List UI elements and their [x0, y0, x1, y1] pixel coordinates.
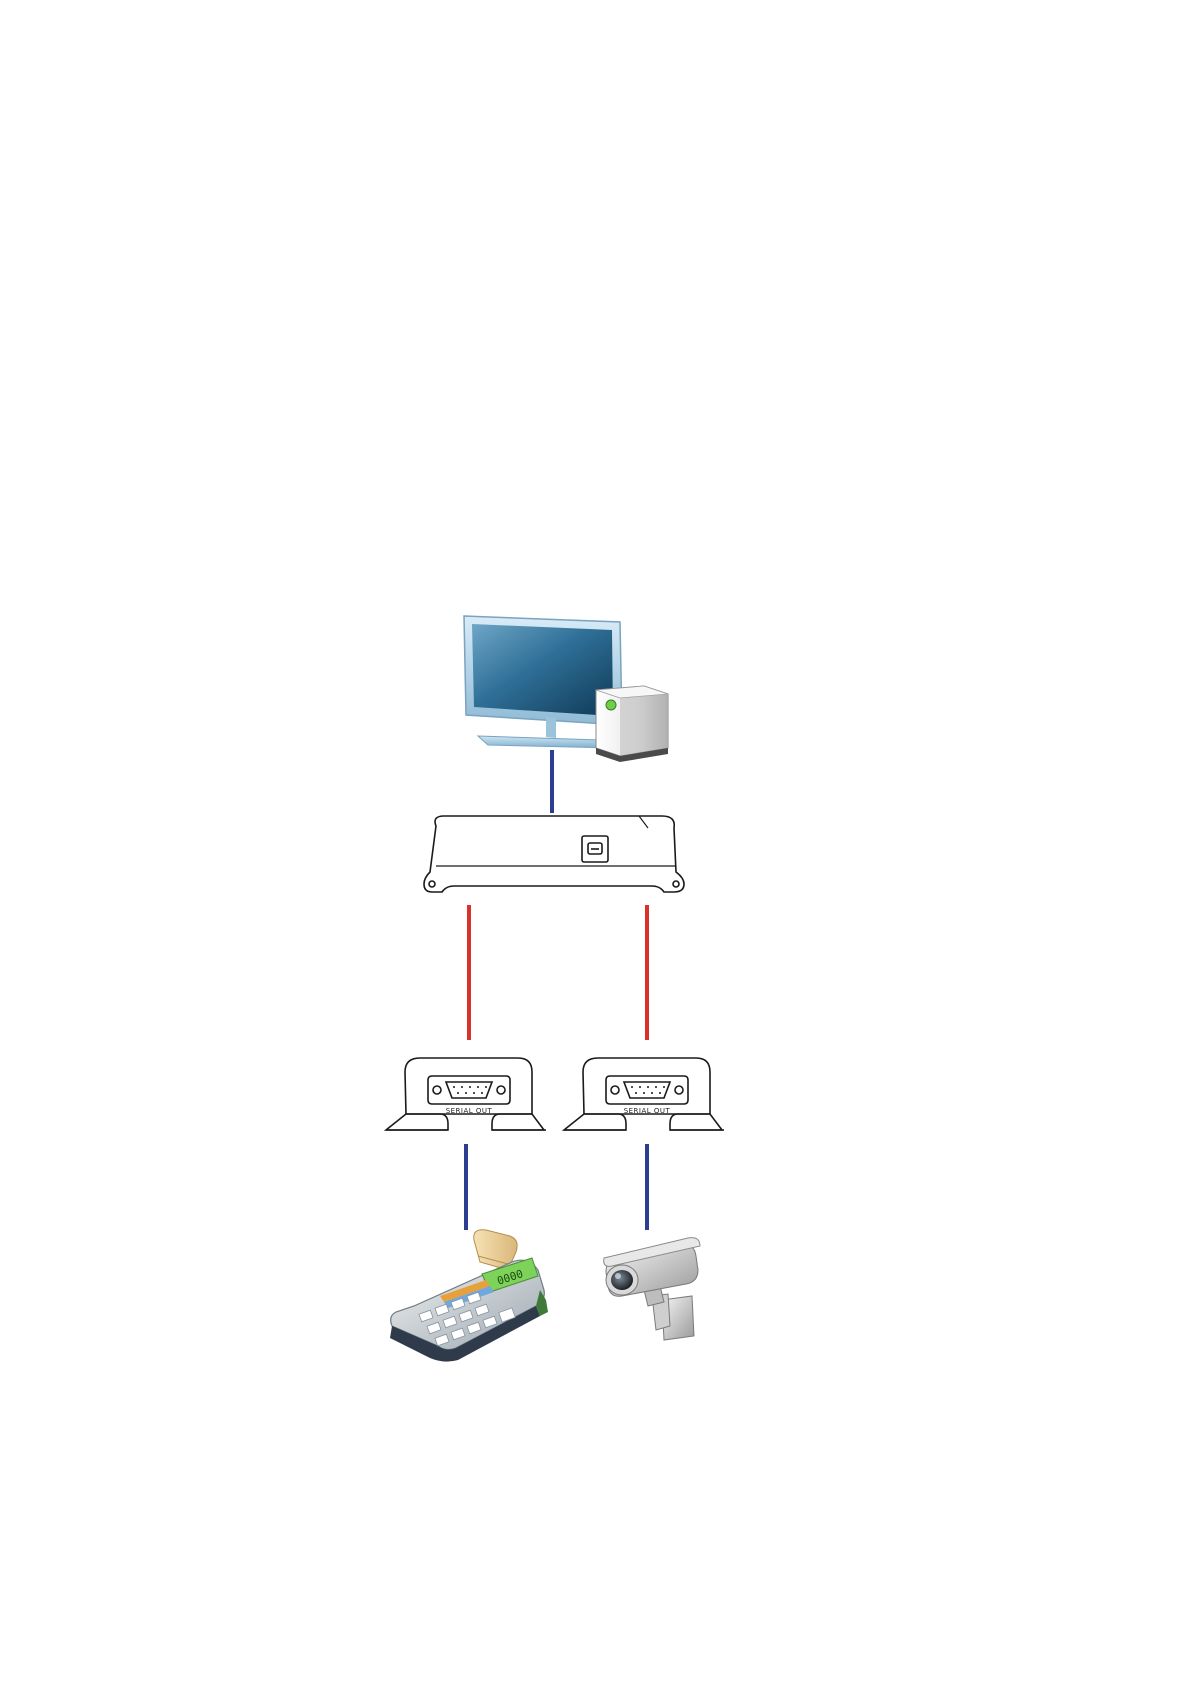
security-camera-icon [604, 1238, 700, 1340]
cash-register-icon: 0000 [390, 1230, 548, 1362]
converter-left-port-label: SERIAL OUT [446, 1107, 493, 1115]
serial-converter-left: SERIAL OUT [386, 1058, 546, 1130]
serial-converter-right: SERIAL OUT [564, 1058, 724, 1130]
converter-right-port-label: SERIAL OUT [624, 1107, 671, 1115]
hub-device [424, 816, 684, 892]
computer-icon [464, 616, 668, 762]
